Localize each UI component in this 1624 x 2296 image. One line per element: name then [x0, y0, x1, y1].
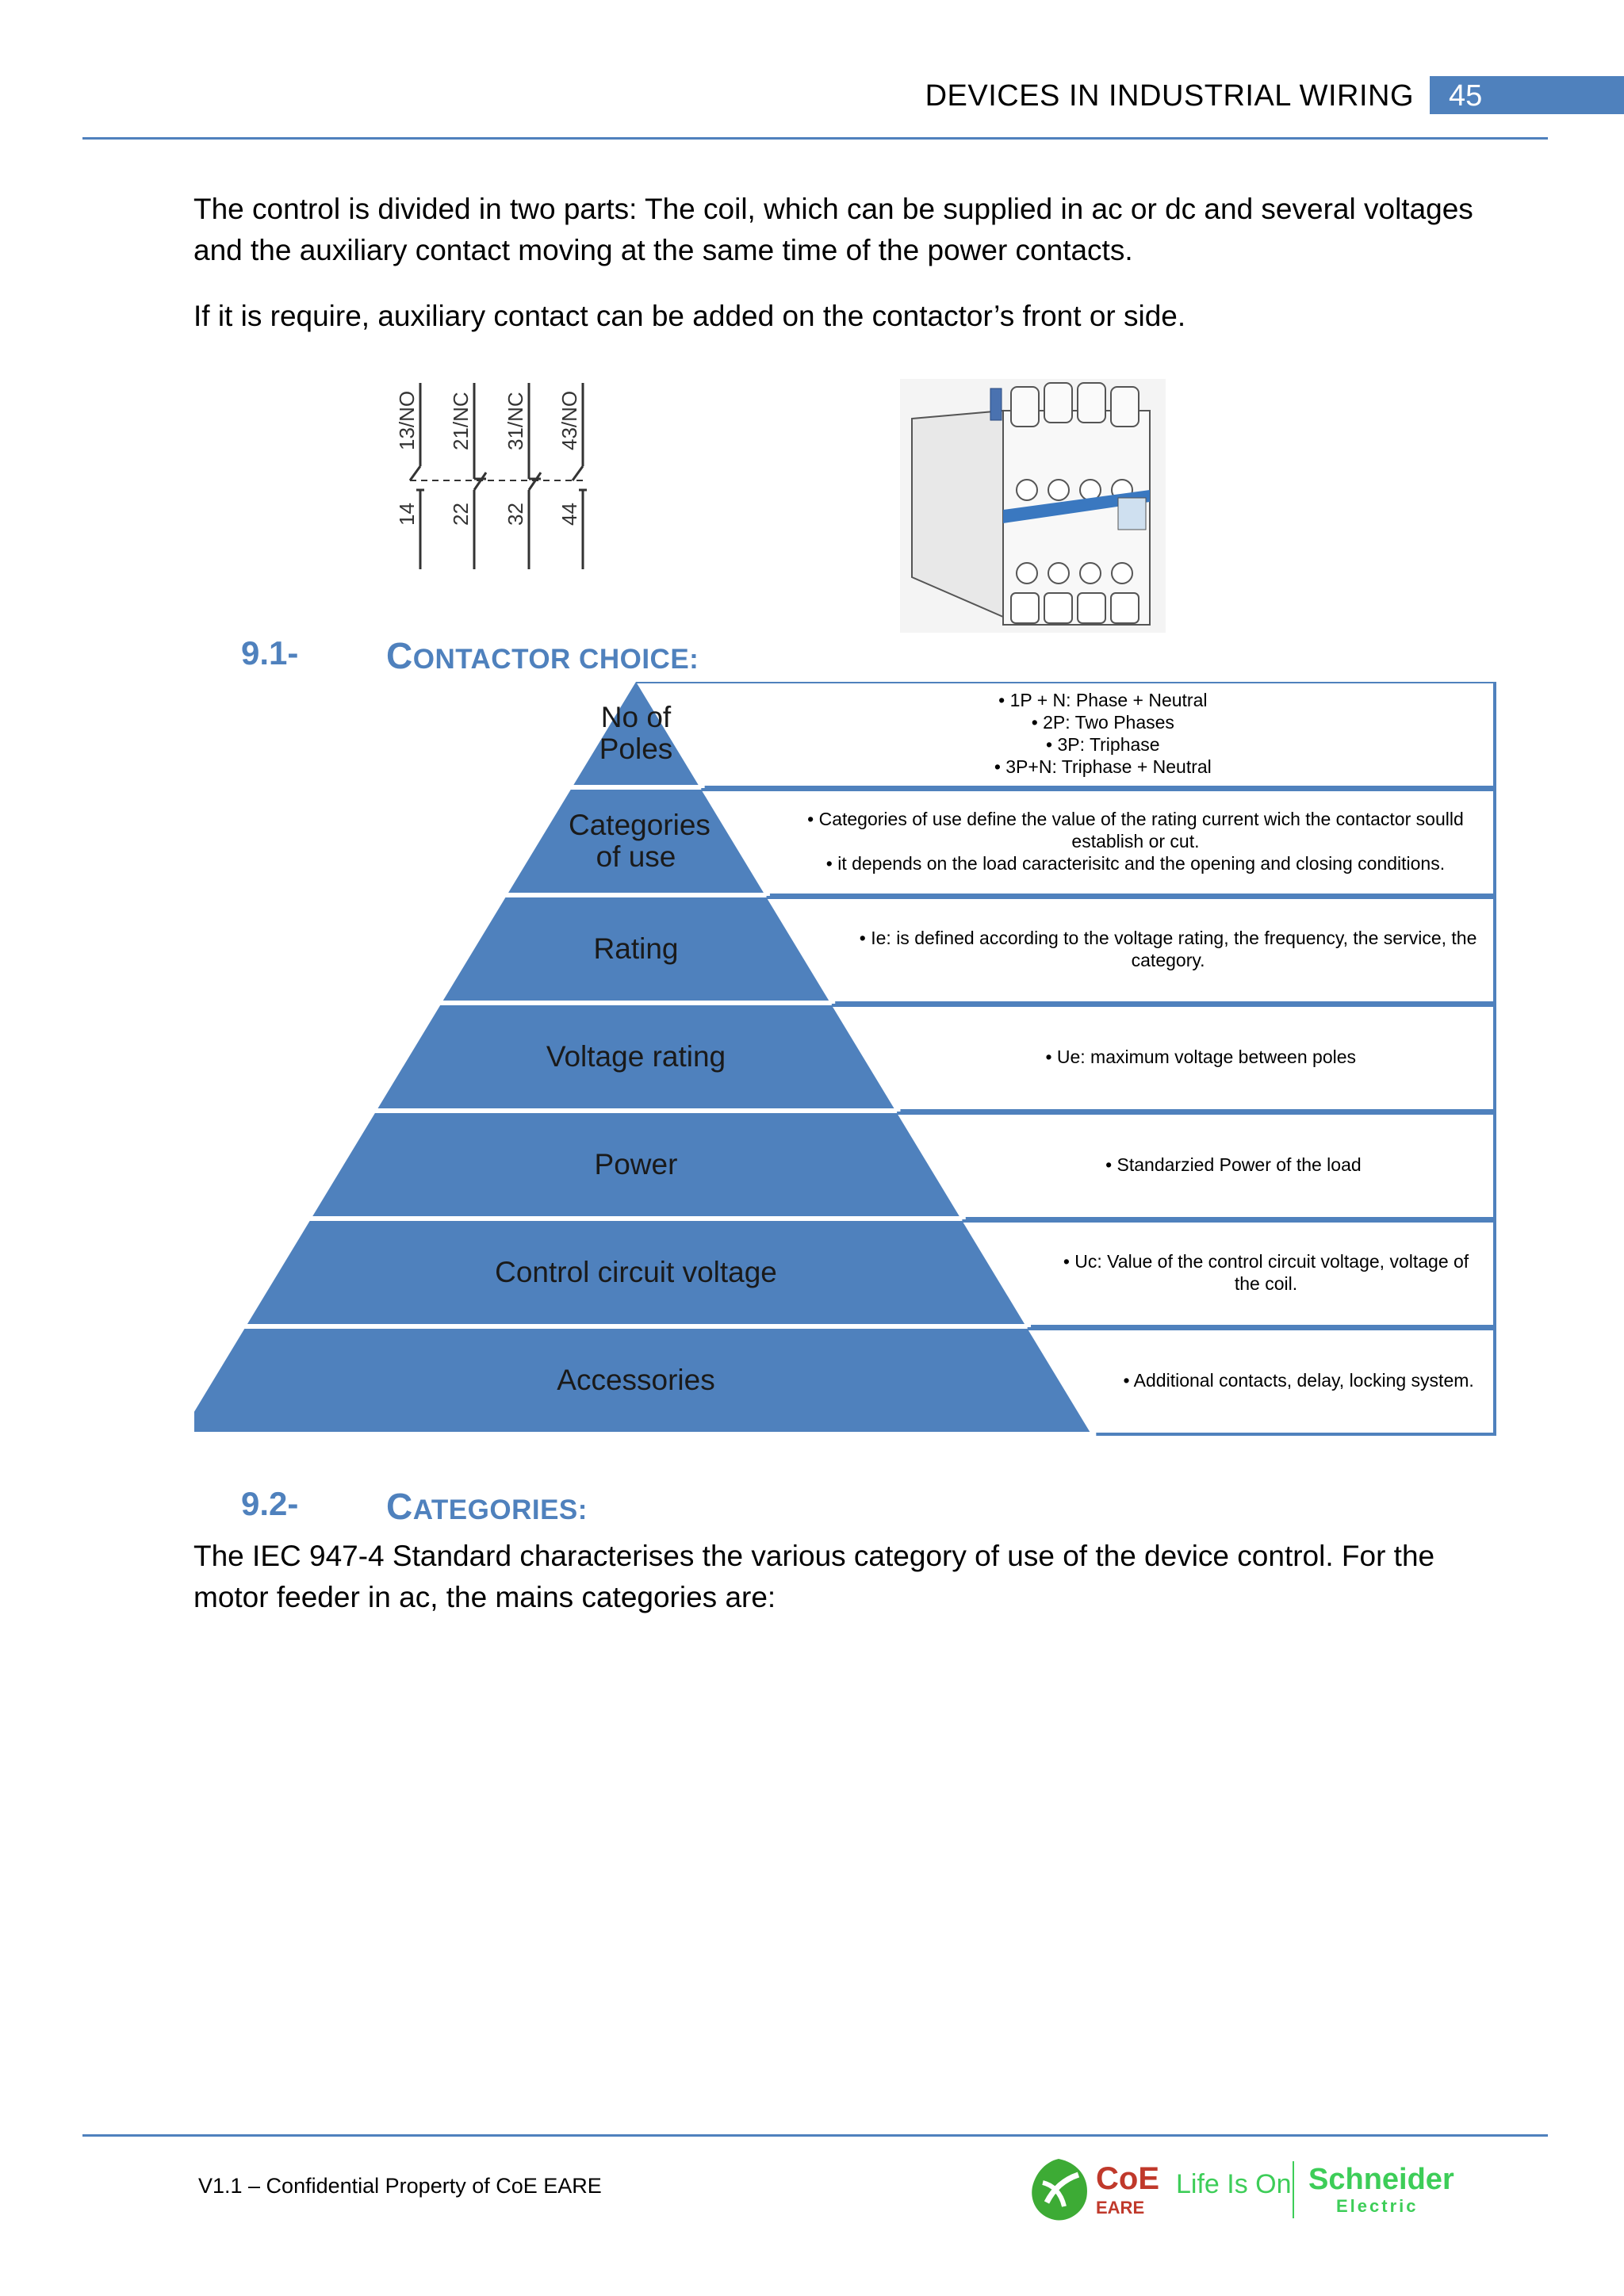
- tier-description-line: • Categories of use define the value of …: [807, 809, 1464, 851]
- tier-description: • Ue: maximum voltage between poles: [917, 1046, 1484, 1068]
- pyramid-tier: [442, 897, 829, 1001]
- tier-description: • Uc: Value of the control circuit volta…: [1048, 1250, 1484, 1295]
- pyramid-tiers: [194, 682, 1090, 1432]
- description-box: [1027, 1327, 1496, 1436]
- contact-label-32: 32: [504, 503, 527, 526]
- tier-description-line: • Uc: Value of the control circuit volta…: [1063, 1251, 1469, 1294]
- pyramid-tier: [194, 1329, 1090, 1432]
- footer-logos: CoE EARE Life Is On Schneider Electric: [1023, 2155, 1467, 2226]
- logo-divider: [1293, 2161, 1294, 2218]
- tier-description-line: • Ie: is defined according to the voltag…: [859, 928, 1477, 970]
- section-title-initial: C: [386, 635, 413, 676]
- tier-description-line: • 3P: Triphase: [1046, 734, 1160, 755]
- tier-description-line: • Additional contacts, delay, locking sy…: [1123, 1370, 1474, 1391]
- header-rule: [82, 137, 1548, 140]
- pyramid-tier-label: No of Poles: [599, 701, 673, 765]
- tier-description-line: • it depends on the load caracterisitc a…: [825, 853, 1446, 874]
- pyramid-tier-label: Voltage rating: [546, 1040, 726, 1073]
- pyramid-tier: [508, 790, 764, 893]
- tier-description-line: • 3P+N: Triphase + Neutral: [994, 756, 1212, 777]
- life-is-on-tagline: Life Is On: [1176, 2169, 1292, 2199]
- pyramid-tier: [312, 1113, 959, 1216]
- footer-confidential-text: V1.1 – Confidential Property of CoE EARE: [198, 2174, 602, 2198]
- tier-description-line: • 1P + N: Phase + Neutral: [998, 690, 1208, 710]
- section-number-9-2: 9.2-: [241, 1485, 299, 1522]
- pyramid-tier-label: Power: [594, 1148, 678, 1181]
- description-box: [636, 682, 1496, 789]
- tier-description: • Standarzied Power of the load: [983, 1154, 1484, 1176]
- schneider-brand-text: Schneider: [1308, 2163, 1454, 2196]
- description-box: [962, 1219, 1496, 1328]
- section-title-categories: CATEGORIES:: [386, 1485, 588, 1528]
- description-box: [831, 1004, 1496, 1112]
- tier-description: • Categories of use define the value of …: [787, 808, 1484, 874]
- tier-description: • Ie: is defined according to the voltag…: [852, 927, 1484, 971]
- section-number-9-1: 9.1-: [241, 634, 299, 672]
- contact-label-31nc: 31/NC: [504, 392, 527, 450]
- tier-description: • Additional contacts, delay, locking sy…: [1113, 1369, 1484, 1391]
- intro-paragraph-1: The control is divided in two parts: The…: [193, 193, 1473, 266]
- contact-label-22: 22: [449, 503, 473, 526]
- tier-description-line: • 2P: Two Phases: [1031, 712, 1174, 733]
- pyramid-tier-label: Rating: [593, 932, 679, 965]
- coe-logo-text: CoE: [1096, 2161, 1159, 2196]
- pyramid-tier: [573, 682, 699, 785]
- categories-paragraph: The IEC 947-4 Standard characterises the…: [193, 1540, 1435, 1613]
- pyramid-tier-label: Control circuit voltage: [495, 1256, 777, 1288]
- page-number-badge: 45: [1430, 76, 1624, 114]
- eare-logo-text: EARE: [1096, 2198, 1145, 2218]
- contact-label-43no: 43/NO: [557, 391, 581, 450]
- description-box: [766, 896, 1496, 1004]
- running-header-title: DEVICES IN INDUSTRIAL WIRING: [925, 79, 1414, 113]
- pyramid-tier-label: Categories of use: [569, 809, 710, 873]
- contact-label-44: 44: [557, 503, 581, 526]
- auxiliary-contact-block-image: [900, 379, 1166, 633]
- contact-label-13no: 13/NO: [395, 391, 419, 450]
- footer-rule: [82, 2134, 1548, 2137]
- section-title-initial: C: [386, 1486, 413, 1527]
- electric-brand-text: Electric: [1336, 2196, 1419, 2216]
- section-title-rest: ONTACTOR CHOICE:: [412, 644, 699, 675]
- intro-paragraph-2: If it is require, auxiliary contact can …: [193, 300, 1186, 332]
- description-box: [897, 1112, 1496, 1220]
- tier-description: • 1P + N: Phase + Neutral• 2P: Two Phase…: [722, 689, 1484, 778]
- tier-description-line: • Standarzied Power of the load: [1105, 1154, 1362, 1175]
- contact-label-21nc: 21/NC: [449, 392, 473, 450]
- section-title-rest: ATEGORIES:: [412, 1494, 588, 1525]
- auxiliary-contact-schematic: 13/NO 21/NC 31/NC 43/NO 14 22 32 44: [395, 383, 587, 569]
- pyramid-tier: [377, 1005, 894, 1108]
- tier-description-line: • Ue: maximum voltage between poles: [1045, 1047, 1357, 1067]
- contactor-choice-pyramid: [194, 682, 1496, 1436]
- description-boxes: [636, 682, 1496, 1436]
- coe-leaf-logo-icon: [1032, 2159, 1087, 2221]
- description-box: [701, 788, 1496, 897]
- contact-label-14: 14: [395, 503, 419, 526]
- section-title-contactor-choice: CONTACTOR CHOICE:: [386, 634, 699, 677]
- pyramid-tier-label: Accessories: [557, 1364, 715, 1396]
- pyramid-tier: [247, 1221, 1025, 1324]
